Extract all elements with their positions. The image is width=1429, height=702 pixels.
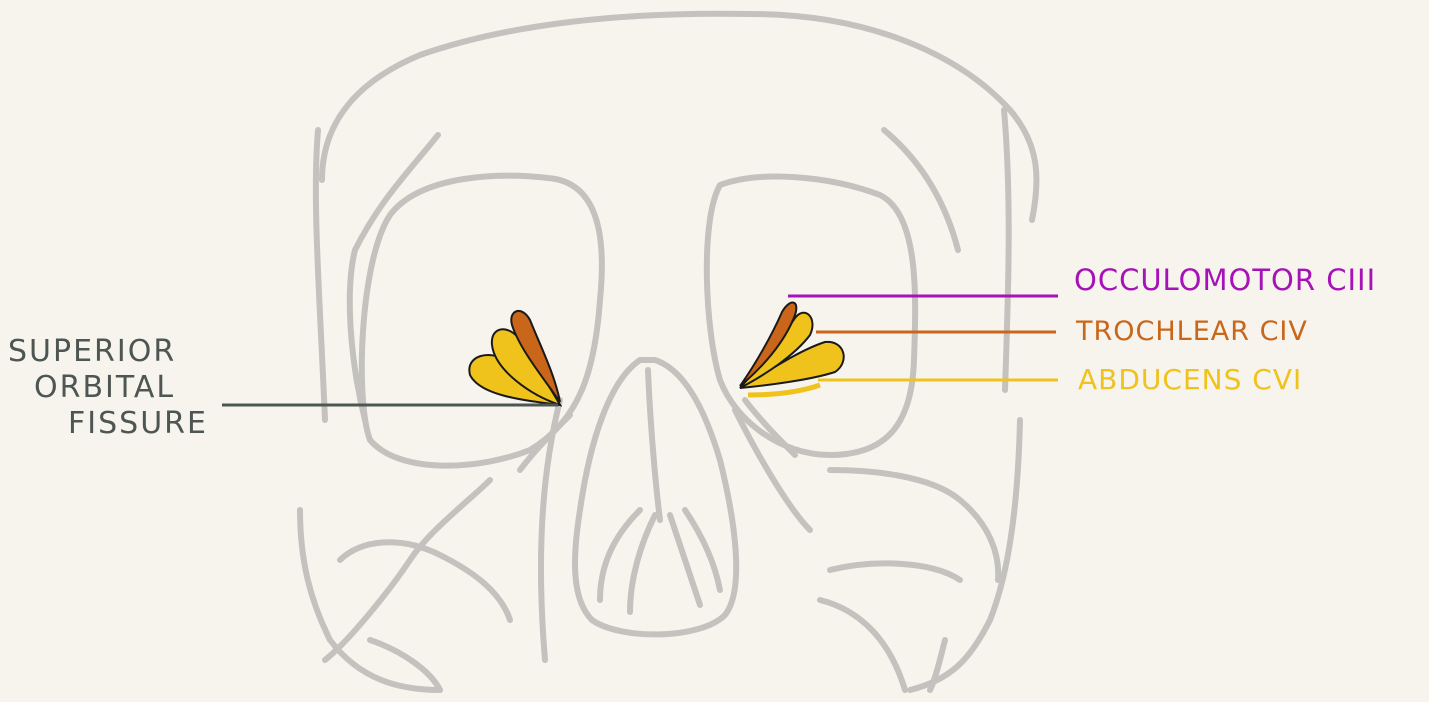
jaw-right xyxy=(910,420,1020,690)
under-orbit-left xyxy=(520,415,570,470)
brow-right xyxy=(884,130,958,250)
left-fissure-nerves xyxy=(469,311,560,405)
fissure-label-line-2: ORBITAL xyxy=(8,370,218,406)
occulomotor-label: OCCULOMOTOR CIII xyxy=(1074,266,1376,295)
nasal-turbinate-2 xyxy=(630,515,655,612)
temple-right xyxy=(1004,110,1009,390)
abducens-label: ABDUCENS CVI xyxy=(1078,366,1302,394)
fissure-label-line-3: FISSURE xyxy=(8,406,218,442)
nasal-septum xyxy=(648,370,660,520)
superior-orbital-fissure-label: SUPERIOR ORBITAL FISSURE xyxy=(8,334,218,442)
lower-cheek-right xyxy=(830,563,960,580)
fissure-label-line-1: SUPERIOR xyxy=(8,334,218,370)
lower-cheek-left xyxy=(340,542,510,620)
teeth-arc xyxy=(820,600,905,690)
trochlear-label: TROCHLEAR CIV xyxy=(1076,318,1308,345)
